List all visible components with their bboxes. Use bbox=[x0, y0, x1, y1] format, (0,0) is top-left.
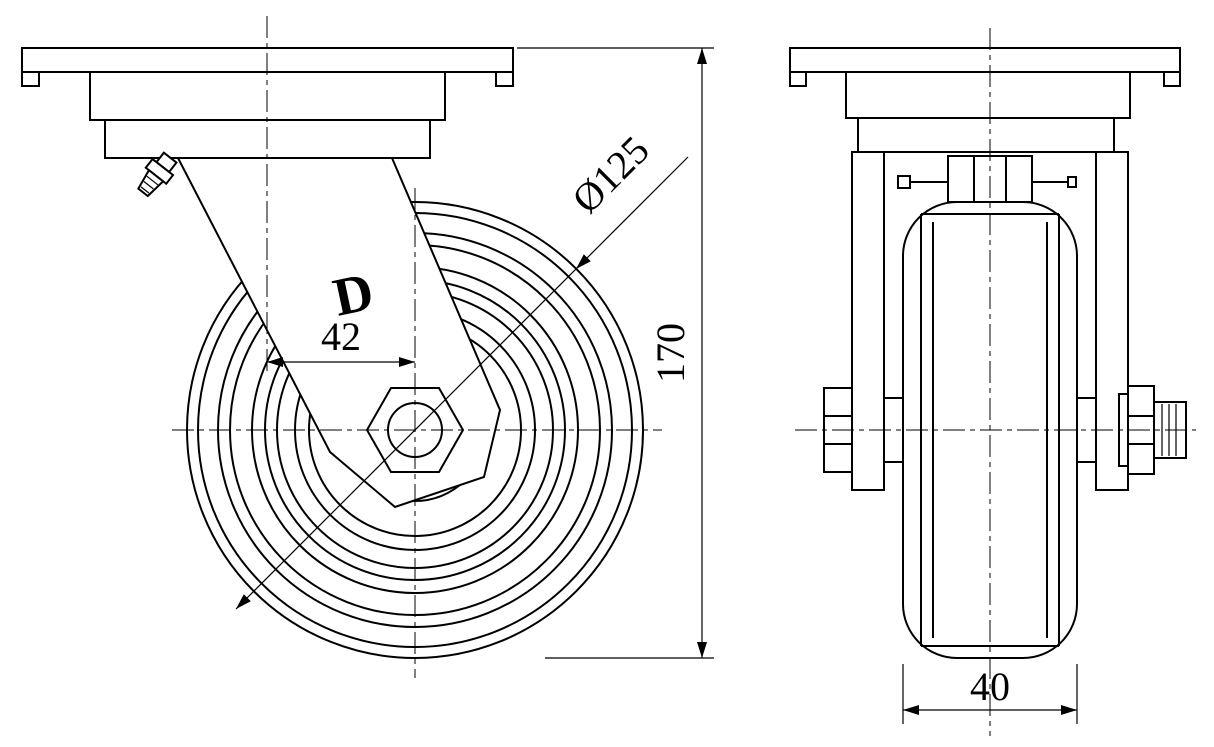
arrowhead bbox=[399, 357, 415, 367]
cotter-pin-end bbox=[1067, 176, 1077, 188]
arrowhead bbox=[236, 594, 251, 609]
top-plate-front bbox=[789, 47, 1181, 73]
arrowhead bbox=[576, 254, 591, 269]
dimension-height: 170 bbox=[517, 47, 714, 659]
arrowhead bbox=[1061, 705, 1077, 715]
plate-left-lip-front bbox=[789, 71, 807, 87]
arrowhead bbox=[903, 705, 919, 715]
grease-fitting bbox=[137, 151, 178, 198]
side-view: D 42 Ø125 170 bbox=[21, 16, 714, 678]
arrowhead bbox=[697, 48, 707, 64]
kingpin-assembly bbox=[897, 155, 1077, 203]
swivel-raceway-upper-front bbox=[845, 71, 1131, 119]
dim-offset-label: 42 bbox=[321, 314, 361, 359]
dimension-offset: 42 bbox=[267, 314, 415, 367]
cotter-pin-loop bbox=[897, 175, 911, 189]
dimension-width: 40 bbox=[902, 664, 1078, 724]
dim-width-label: 40 bbox=[970, 664, 1010, 709]
arrowhead bbox=[697, 642, 707, 658]
arrowhead bbox=[267, 357, 283, 367]
dim-height-label: 170 bbox=[648, 323, 693, 383]
plate-right-lip-front bbox=[1163, 71, 1181, 87]
fork-leg-left bbox=[851, 151, 885, 491]
diameter-dimension-line bbox=[235, 156, 689, 610]
swivel-raceway-lower-front bbox=[857, 117, 1115, 153]
plate-left-lip bbox=[21, 71, 40, 87]
dim-diameter-label: Ø125 bbox=[563, 127, 658, 222]
plate-right-lip bbox=[495, 71, 514, 87]
front-view: 40 bbox=[789, 28, 1196, 736]
